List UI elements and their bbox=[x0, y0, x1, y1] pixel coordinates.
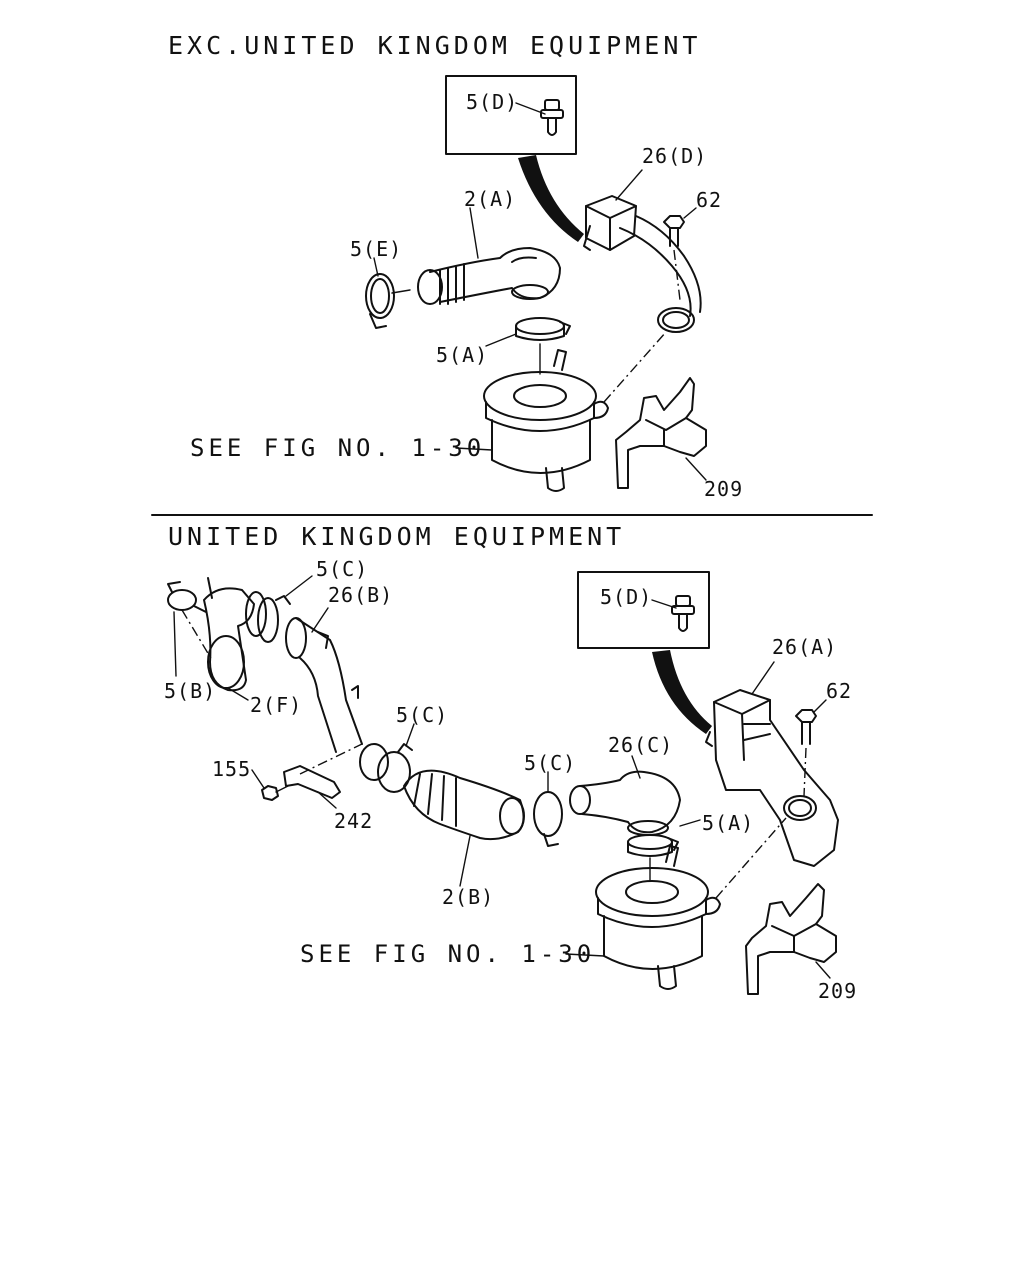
bottom-duct-26a bbox=[705, 689, 839, 867]
top-duct-26d bbox=[583, 195, 702, 333]
bottom-hose-2b bbox=[403, 769, 525, 841]
bottom-inset-label: 5(D) bbox=[600, 585, 652, 609]
top-callout-62: 62 bbox=[696, 188, 722, 212]
top-hose-2a bbox=[417, 247, 561, 305]
top-inset-label: 5(D) bbox=[466, 90, 518, 114]
bottom-callout-5c-1: 5(C) bbox=[316, 557, 368, 581]
bottom-elbow-26c bbox=[569, 770, 681, 836]
bottom-bolt-62 bbox=[795, 699, 827, 745]
bottom-callout-26c: 26(C) bbox=[608, 733, 673, 757]
bottom-section-title: UNITED KINGDOM EQUIPMENT bbox=[168, 522, 625, 551]
bottom-callout-5c-2: 5(C) bbox=[396, 703, 448, 727]
bottom-see-fig: SEE FIG NO. 1-30 bbox=[300, 940, 595, 968]
top-callout-5e: 5(E) bbox=[350, 237, 402, 261]
bottom-air-cleaner bbox=[595, 845, 721, 990]
top-clamp-5a bbox=[515, 317, 571, 341]
bottom-pipe-26b bbox=[285, 617, 363, 753]
bottom-clamp-5b bbox=[167, 581, 207, 613]
bottom-clamp-5c-right bbox=[533, 791, 563, 847]
top-inset-box: 5(D) bbox=[445, 75, 577, 155]
top-callout-26d: 26(D) bbox=[642, 144, 707, 168]
bottom-callout-62: 62 bbox=[826, 679, 852, 703]
bottom-bolt-155 bbox=[261, 785, 289, 801]
bottom-bracket-242 bbox=[283, 765, 341, 799]
top-bracket-209 bbox=[615, 377, 707, 489]
bottom-callout-5a: 5(A) bbox=[702, 811, 754, 835]
bottom-clamp-5c-mid bbox=[359, 743, 413, 793]
bottom-callout-209: 209 bbox=[818, 979, 857, 1003]
bottom-callout-2b: 2(B) bbox=[442, 885, 494, 909]
bottom-inset-box: 5(D) bbox=[577, 571, 710, 649]
top-air-cleaner bbox=[483, 349, 609, 492]
bottom-callout-2f: 2(F) bbox=[250, 693, 302, 717]
bottom-callout-155: 155 bbox=[212, 757, 251, 781]
top-inset-arrow bbox=[518, 155, 584, 242]
top-section-title: EXC.UNITED KINGDOM EQUIPMENT bbox=[168, 31, 701, 60]
push-clip-icon bbox=[540, 99, 564, 136]
bottom-bracket-209 bbox=[745, 883, 837, 995]
top-clamp-5e bbox=[365, 273, 395, 329]
bottom-callout-26a: 26(A) bbox=[772, 635, 837, 659]
top-callout-209: 209 bbox=[704, 477, 743, 501]
bottom-callout-242: 242 bbox=[334, 809, 373, 833]
push-clip-icon bbox=[671, 595, 695, 632]
bottom-callout-26b: 26(B) bbox=[328, 583, 393, 607]
bottom-inset-arrow bbox=[652, 650, 712, 734]
top-callout-2a: 2(A) bbox=[464, 187, 516, 211]
top-see-fig: SEE FIG NO. 1-30 bbox=[190, 434, 485, 462]
bottom-clamp-5c-upper bbox=[245, 591, 291, 643]
bottom-elbow-2f bbox=[203, 577, 255, 692]
top-callout-5a: 5(A) bbox=[436, 343, 488, 367]
bottom-callout-5c-3: 5(C) bbox=[524, 751, 576, 775]
top-bolt-62 bbox=[663, 207, 697, 247]
bottom-callout-5b: 5(B) bbox=[164, 679, 216, 703]
